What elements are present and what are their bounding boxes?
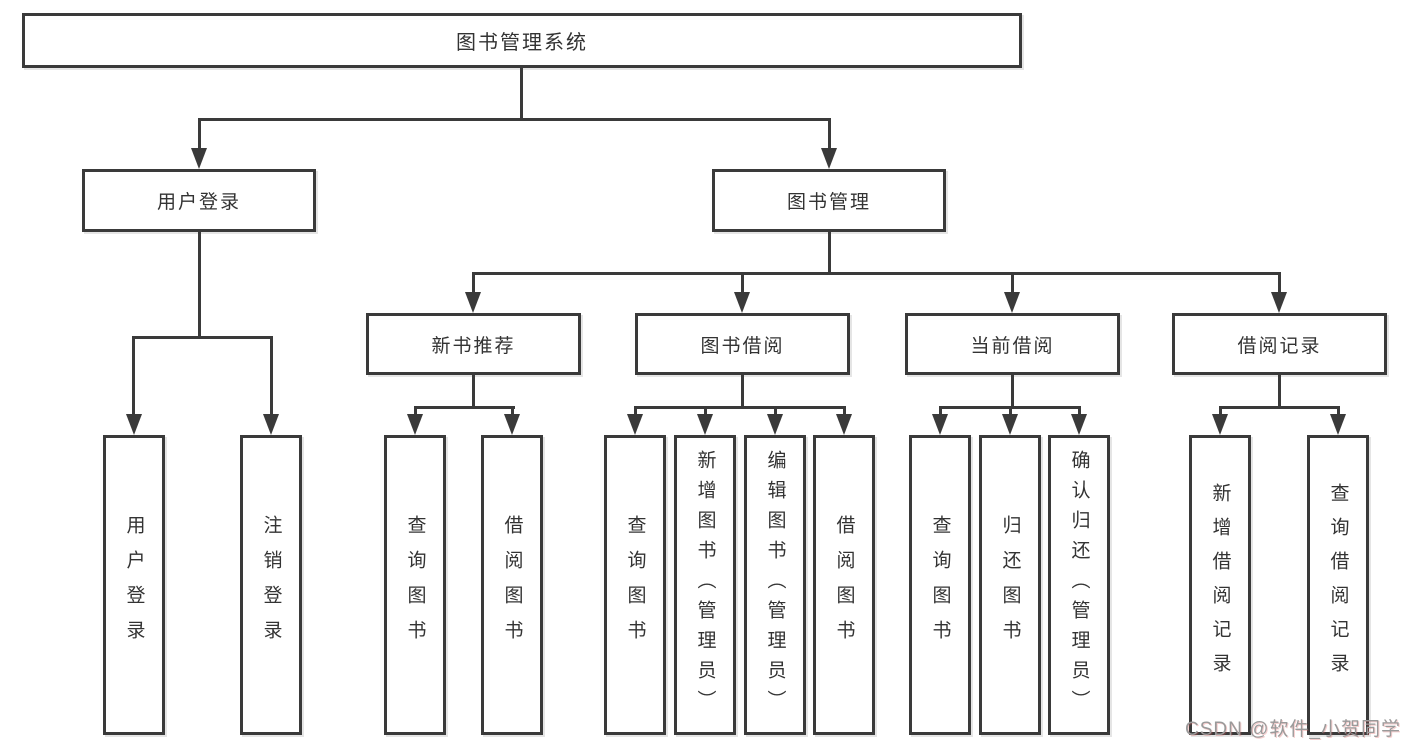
node-label: 图书管理系统 xyxy=(456,32,588,54)
connector-borrow-records-stem xyxy=(1278,375,1281,406)
connector-drop xyxy=(1337,406,1340,416)
node-user-login: 用户登录 xyxy=(82,169,316,232)
connector-drop xyxy=(1009,406,1012,416)
node-label: 查询借阅记录 xyxy=(1327,483,1349,687)
node-label: 查询图书 xyxy=(929,515,951,655)
node-new-book-recommend: 新书推荐 xyxy=(366,313,581,375)
arrow-to-query-books-3 xyxy=(932,414,948,435)
connector-borrow-records-drop xyxy=(1278,272,1281,292)
connector-drop xyxy=(843,406,846,416)
arrow-to-leaf-logout xyxy=(263,414,279,435)
node-book-borrowing: 图书借阅 xyxy=(635,313,850,375)
leaf-logout: 注销登录 xyxy=(240,435,302,735)
node-label: 用户登录 xyxy=(123,515,145,655)
node-current-borrowing: 当前借阅 xyxy=(905,313,1120,375)
node-label: 用户登录 xyxy=(156,192,241,213)
leaf-query-books-recommend: 查询图书 xyxy=(384,435,446,735)
connector-leaf-login-drop xyxy=(132,336,135,414)
leaf-borrow-books-borrowing: 借阅图书 xyxy=(813,435,875,735)
connector-new-book-drop xyxy=(472,272,475,292)
csdn-watermark: CSDN @软件_小贺同学 xyxy=(1185,719,1401,740)
leaf-query-books-borrowing: 查询图书 xyxy=(604,435,666,735)
connector-current-borrow-stem xyxy=(1011,375,1014,406)
connector-book-borrow-drop xyxy=(741,272,744,292)
node-label: 归还图书 xyxy=(999,515,1021,655)
arrow-to-query-record xyxy=(1330,414,1346,435)
connector-drop xyxy=(774,406,777,416)
connector-book-borrow-stem xyxy=(741,375,744,406)
arrow-to-borrow-books-2 xyxy=(836,414,852,435)
node-label: 当前借阅 xyxy=(970,335,1055,357)
connector-new-book-split xyxy=(414,406,515,409)
connector-leaf-logout-drop xyxy=(270,336,273,414)
leaf-add-books-admin: 新增图书（管理员） xyxy=(674,435,736,735)
leaf-user-login: 用户登录 xyxy=(103,435,165,735)
connector-book-mgmt-split xyxy=(472,272,1281,275)
arrow-to-query-books-1 xyxy=(407,414,423,435)
node-label: 借阅图书 xyxy=(833,515,855,655)
node-label: 新增图书（管理员） xyxy=(694,450,716,720)
leaf-query-books-current: 查询图书 xyxy=(909,435,971,735)
arrow-to-new-book-rec xyxy=(465,292,481,313)
node-label: 新增借阅记录 xyxy=(1209,483,1231,687)
connector-drop xyxy=(511,406,514,416)
connector-drop xyxy=(634,406,637,416)
connector-user-login-stem xyxy=(198,232,201,336)
connector-current-borrow-drop xyxy=(1011,272,1014,292)
connector-drop xyxy=(704,406,707,416)
connector-new-book-stem xyxy=(472,375,475,406)
connector-root-split xyxy=(198,118,831,121)
connector-book-mgmt-drop xyxy=(828,118,831,148)
arrow-to-current-borrow xyxy=(1004,292,1020,313)
arrow-to-add-record xyxy=(1212,414,1228,435)
node-label: 确认归还（管理员） xyxy=(1068,450,1090,720)
arrow-to-query-books-2 xyxy=(627,414,643,435)
node-library-management-system: 图书管理系统 xyxy=(22,13,1022,68)
node-label: 图书管理 xyxy=(786,192,871,213)
connector-user-login-split xyxy=(132,336,273,339)
connector-drop xyxy=(414,406,417,416)
arrow-to-add-books xyxy=(697,414,713,435)
connector-drop xyxy=(1078,406,1081,416)
node-book-management: 图书管理 xyxy=(712,169,946,232)
arrow-to-edit-books xyxy=(767,414,783,435)
leaf-edit-books-admin: 编辑图书（管理员） xyxy=(744,435,806,735)
arrow-to-user-login xyxy=(191,148,207,169)
node-label: 注销登录 xyxy=(260,515,282,655)
arrow-to-return-books xyxy=(1002,414,1018,435)
arrow-to-book-borrow xyxy=(734,292,750,313)
leaf-confirm-return-admin: 确认归还（管理员） xyxy=(1048,435,1110,735)
arrow-to-leaf-login xyxy=(126,414,142,435)
connector-book-mgmt-stem xyxy=(828,232,831,272)
arrow-to-confirm-return xyxy=(1071,414,1087,435)
connector-drop xyxy=(939,406,942,416)
node-label: 编辑图书（管理员） xyxy=(764,450,786,720)
arrow-to-borrow-records xyxy=(1271,292,1287,313)
node-label: 图书借阅 xyxy=(700,335,785,357)
node-label: 借阅记录 xyxy=(1237,335,1322,357)
arrow-to-borrow-books-1 xyxy=(504,414,520,435)
node-label: 查询图书 xyxy=(404,515,426,655)
node-label: 查询图书 xyxy=(624,515,646,655)
connector-drop xyxy=(1219,406,1222,416)
connector-book-borrow-split xyxy=(634,406,846,409)
leaf-return-books: 归还图书 xyxy=(979,435,1041,735)
leaf-borrow-books-recommend: 借阅图书 xyxy=(481,435,543,735)
connector-borrow-records-split xyxy=(1219,406,1340,409)
connector-user-login-drop xyxy=(198,118,201,148)
leaf-query-borrow-record: 查询借阅记录 xyxy=(1307,435,1369,735)
node-label: 新书推荐 xyxy=(431,335,516,357)
arrow-to-book-mgmt xyxy=(821,148,837,169)
node-label: 借阅图书 xyxy=(501,515,523,655)
leaf-add-borrow-record: 新增借阅记录 xyxy=(1189,435,1251,735)
node-borrowing-records: 借阅记录 xyxy=(1172,313,1387,375)
connector-root-stem xyxy=(520,68,523,118)
